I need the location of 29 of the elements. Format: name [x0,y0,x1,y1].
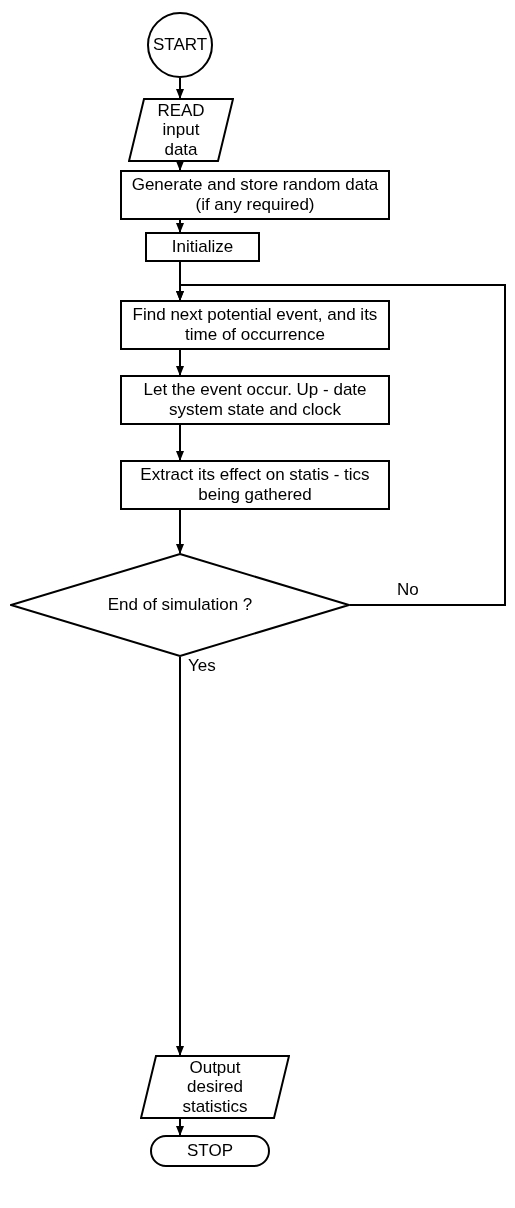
arrow [176,219,184,233]
decision-diamond [10,553,350,657]
node-text: Extract its effect on statis - tics being gathered [139,465,371,505]
stop-terminal [150,1135,270,1167]
node-text: Output desired statistics [181,1057,249,1117]
arrow [176,77,184,99]
arrow [176,509,184,554]
output-parallelogram [140,1055,290,1119]
arrow [176,284,506,606]
arrow [176,424,184,461]
process-box [120,375,390,425]
node-text: STOP [186,1141,234,1161]
process-box [145,232,260,262]
process-box [120,300,390,350]
process-box [120,460,390,510]
node-text: End of simulation ? [106,595,254,615]
arrow [176,161,184,171]
input-parallelogram [128,98,234,162]
node-text: Let the event occur. Up - date system state and clock [142,380,368,420]
process-box [120,170,390,220]
arrow [176,349,184,376]
arrow [176,656,184,1056]
arrow [176,1118,184,1136]
start-terminal [147,12,213,78]
node-text: Generate and store random data (if any required) [130,175,380,215]
node-text: READ input data [156,100,206,160]
node-text: Initialize [170,237,235,257]
node-text: START [151,35,209,55]
node-text: Find next potential event, and its time of occurrence [131,305,379,345]
